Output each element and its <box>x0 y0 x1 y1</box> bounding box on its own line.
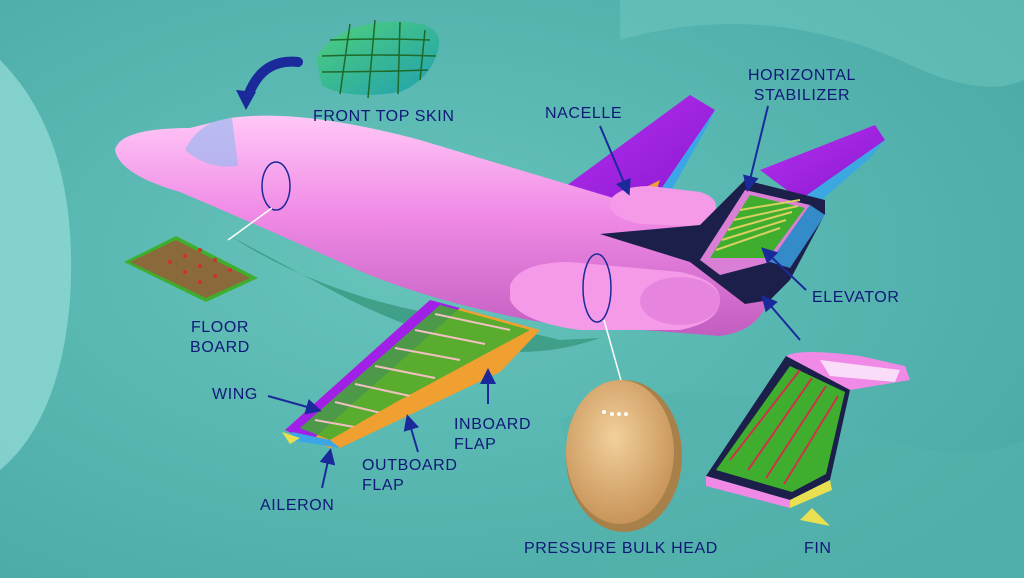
bulkhead-callout-ring <box>582 253 612 323</box>
fuselage <box>115 115 770 352</box>
label-fin: FIN <box>804 540 832 557</box>
horizontal-stabilizer-pointer <box>743 105 769 192</box>
bulkhead-callout-line <box>603 319 623 385</box>
near-wing <box>282 300 540 448</box>
nacelle-pointer <box>599 125 631 196</box>
label-inboard-flap: INBOARD FLAP <box>454 415 531 455</box>
label-horizontal-stabilizer: HORIZONTAL STABILIZER <box>740 66 864 106</box>
floor-callout-ring <box>261 161 291 211</box>
background-swirl <box>0 60 72 470</box>
label-wing: WING <box>212 386 258 403</box>
wing-pointer <box>267 395 322 415</box>
label-elevator: ELEVATOR <box>812 289 900 306</box>
far-stabilizer <box>760 125 885 210</box>
floor-callout-line <box>227 207 273 241</box>
background-swirl <box>620 0 1024 87</box>
label-outboard-flap-line2: FLAP <box>362 477 405 494</box>
outboard-flap-pointer <box>403 414 420 453</box>
label-outboard-flap-line1: OUTBOARD <box>362 457 458 474</box>
label-horizontal-stabilizer-line2: STABILIZER <box>753 87 851 104</box>
front-top-skin-arrow <box>243 56 303 101</box>
front-top-skin-arrow-head <box>236 90 256 110</box>
label-outboard-flap: OUTBOARD FLAP <box>362 456 457 496</box>
floor-board-part <box>124 236 258 302</box>
label-nacelle: NACELLE <box>545 105 623 122</box>
label-horizontal-stabilizer-line1: HORIZONTAL <box>748 67 856 84</box>
aileron-pointer <box>319 448 336 489</box>
label-floor-board-line2: BOARD <box>190 339 250 356</box>
label-aileron: AILERON <box>260 497 335 514</box>
label-floor-board: FLOOR BOARD <box>184 318 256 358</box>
label-front-top-skin: FRONT TOP SKIN <box>313 108 455 125</box>
label-inboard-flap-line2: FLAP <box>454 436 497 453</box>
pressure-bulk-head-part <box>566 380 682 532</box>
fin-part <box>706 352 910 526</box>
label-inboard-flap-line1: INBOARD <box>454 416 532 433</box>
elevator-pointer <box>761 247 807 291</box>
fin-pointer <box>761 294 801 341</box>
stabilizer-structure <box>700 190 825 275</box>
label-floor-board-line1: FLOOR <box>190 319 250 336</box>
label-pressure-bulk-head: PRESSURE BULK HEAD <box>524 540 718 557</box>
front-top-skin-part <box>316 19 440 99</box>
